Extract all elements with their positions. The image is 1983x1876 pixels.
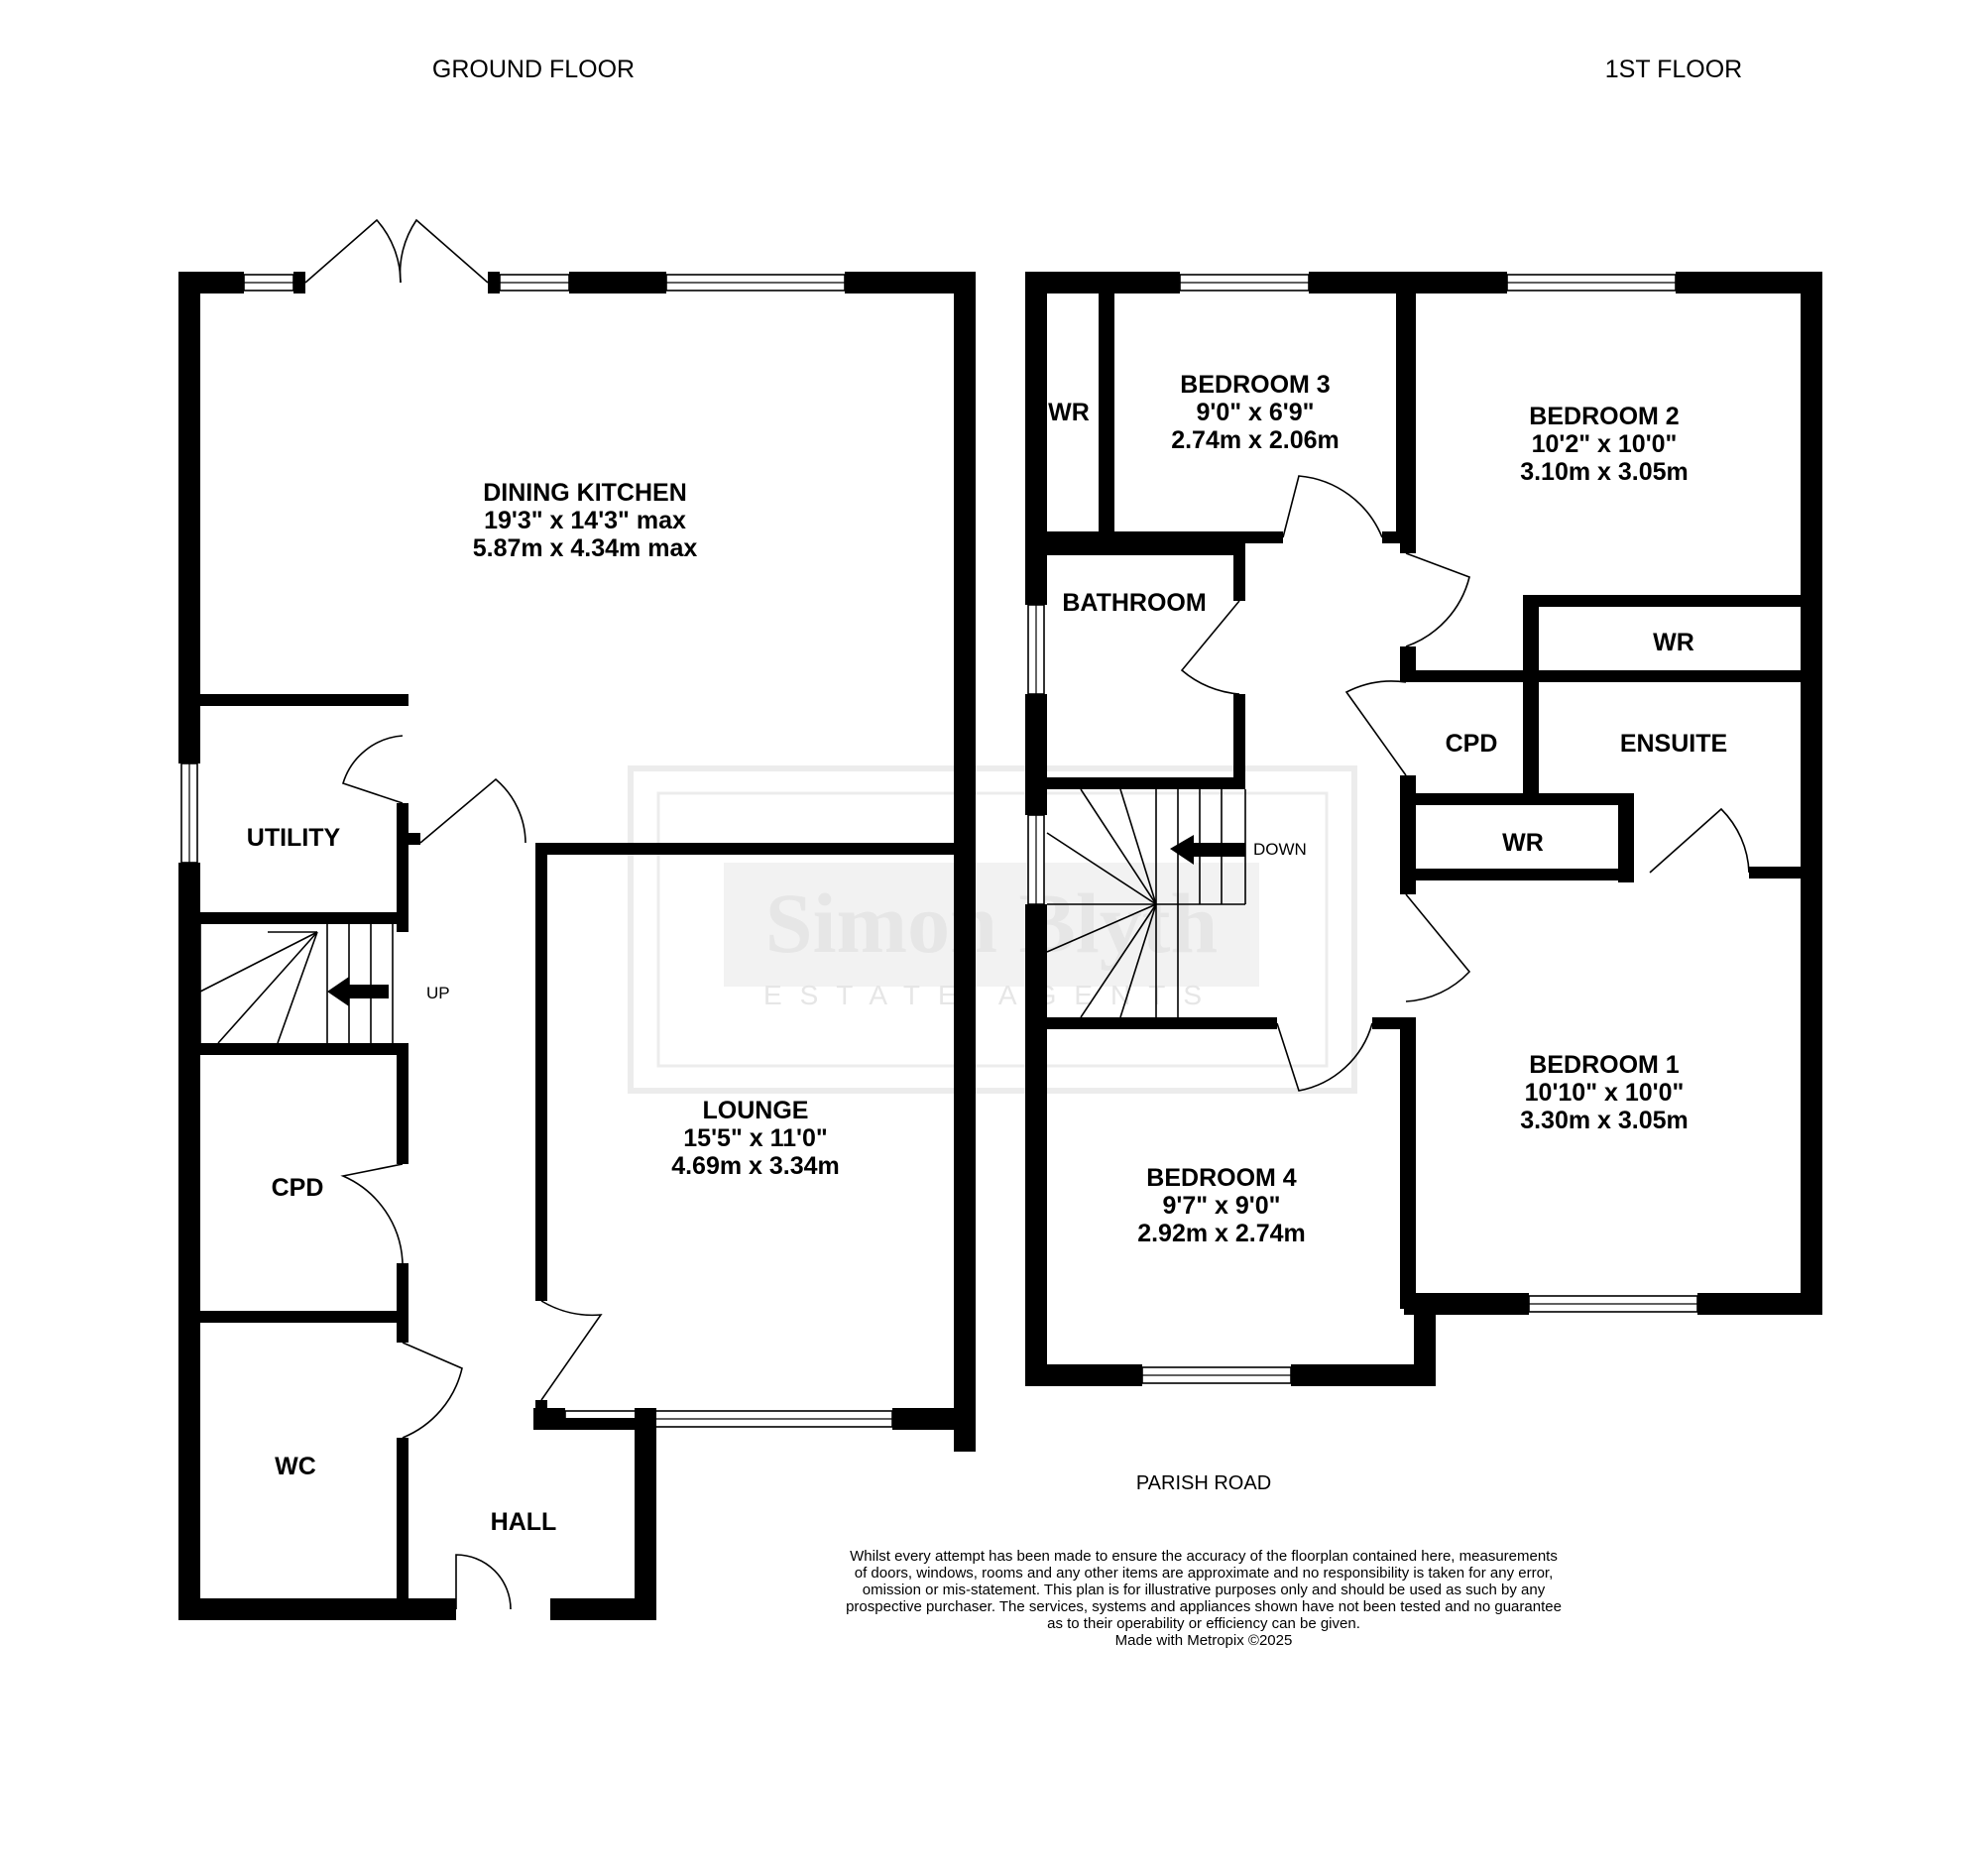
stairs-up-label: UP xyxy=(426,984,450,1002)
room-lounge: LOUNGE 15'5" x 11'0" 4.69m x 3.34m xyxy=(671,1097,840,1180)
lounge-metric: 4.69m x 3.34m xyxy=(671,1152,840,1180)
wr-bedroom3-label: WR xyxy=(1048,399,1090,426)
first-floor-plan: DOWN xyxy=(1025,272,1822,1386)
watermark-name: Simon Blyth xyxy=(765,876,1218,971)
first-floor-title: 1ST FLOOR xyxy=(1605,56,1742,83)
bedroom4-name: BEDROOM 4 xyxy=(1146,1164,1297,1192)
wr-bedroom1-label: WR xyxy=(1502,829,1544,857)
ground-staircase xyxy=(199,924,394,1044)
stairs-down-label: DOWN xyxy=(1253,840,1307,859)
bedroom1-imperial: 10'10" x 10'0" xyxy=(1525,1079,1685,1107)
cpd-first-label: CPD xyxy=(1446,730,1498,758)
disclaimer-line: of doors, windows, rooms and any other i… xyxy=(855,1565,1554,1582)
disclaimer-line: omission or mis-statement. This plan is … xyxy=(863,1582,1546,1598)
disclaimer: Whilst every attempt has been made to en… xyxy=(846,1548,1562,1649)
room-dining-kitchen: DINING KITCHEN 19'3" x 14'3" max 5.87m x… xyxy=(473,479,698,562)
ground-floor-plan: UP xyxy=(178,218,976,1620)
watermark-subtitle: ESTATE AGENTS xyxy=(763,980,1220,1010)
dining-kitchen-imperial: 19'3" x 14'3" max xyxy=(484,507,686,534)
bedroom3-metric: 2.74m x 2.06m xyxy=(1171,426,1340,454)
dining-kitchen-metric: 5.87m x 4.34m max xyxy=(473,534,698,562)
bedroom2-metric: 3.10m x 3.05m xyxy=(1520,458,1689,486)
room-bedroom-2: BEDROOM 2 10'2" x 10'0" 3.10m x 3.05m xyxy=(1520,403,1689,486)
bedroom2-imperial: 10'2" x 10'0" xyxy=(1532,430,1678,458)
disclaimer-line: prospective purchaser. The services, sys… xyxy=(846,1598,1562,1615)
first-staircase xyxy=(1046,788,1246,1018)
bedroom3-name: BEDROOM 3 xyxy=(1180,371,1330,399)
watermark-logo: Simon Blyth ESTATE AGENTS xyxy=(628,765,1357,1094)
hall-label: HALL xyxy=(491,1508,557,1536)
road-label: PARISH ROAD xyxy=(1136,1472,1271,1494)
room-bedroom-3: BEDROOM 3 9'0" x 6'9" 2.74m x 2.06m xyxy=(1171,371,1340,454)
bedroom1-metric: 3.30m x 3.05m xyxy=(1520,1107,1689,1134)
lounge-name: LOUNGE xyxy=(703,1097,809,1124)
disclaimer-line: as to their operability or efficiency ca… xyxy=(1047,1615,1360,1632)
ensuite-label: ENSUITE xyxy=(1620,730,1727,758)
dining-kitchen-name: DINING KITCHEN xyxy=(483,479,687,507)
disclaimer-line: Whilst every attempt has been made to en… xyxy=(850,1548,1558,1565)
room-bedroom-1: BEDROOM 1 10'10" x 10'0" 3.30m x 3.05m xyxy=(1520,1051,1689,1134)
ground-floor-title: GROUND FLOOR xyxy=(432,56,635,83)
utility-label: UTILITY xyxy=(247,824,341,852)
bedroom2-name: BEDROOM 2 xyxy=(1529,403,1679,430)
disclaimer-line: Made with Metropix ©2025 xyxy=(1115,1632,1293,1649)
room-bedroom-4: BEDROOM 4 9'7" x 9'0" 2.92m x 2.74m xyxy=(1137,1164,1306,1247)
cpd-ground-label: CPD xyxy=(272,1174,324,1202)
lounge-imperial: 15'5" x 11'0" xyxy=(683,1124,827,1152)
bathroom-label: BATHROOM xyxy=(1062,589,1206,617)
bedroom3-imperial: 9'0" x 6'9" xyxy=(1196,399,1314,426)
bedroom4-imperial: 9'7" x 9'0" xyxy=(1162,1192,1280,1220)
wc-label: WC xyxy=(275,1453,316,1480)
bedroom4-metric: 2.92m x 2.74m xyxy=(1137,1220,1306,1247)
bedroom1-name: BEDROOM 1 xyxy=(1529,1051,1680,1079)
wr-bedroom2-label: WR xyxy=(1653,629,1694,656)
